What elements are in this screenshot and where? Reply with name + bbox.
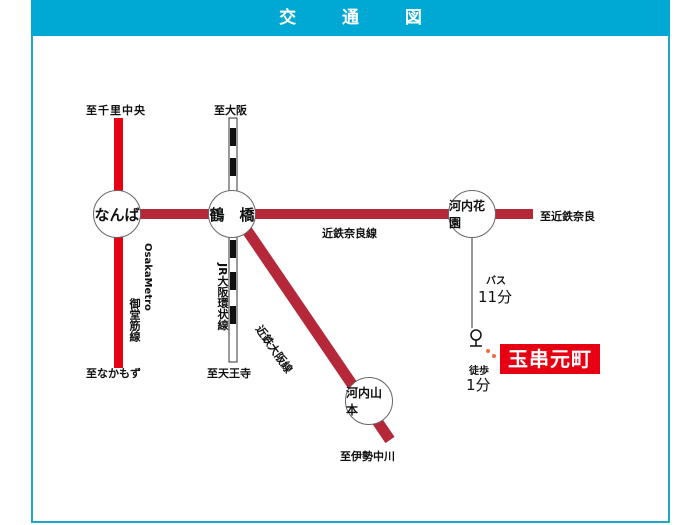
midosuji-line-label-en: OsakaMetro (142, 243, 153, 311)
station-tsuruhashi[interactable]: 鶴 橋 (208, 190, 256, 238)
walk-label: 徒歩 (469, 366, 489, 377)
bus-label: バス (486, 276, 506, 287)
direction-tennoji: 至天王寺 (207, 367, 251, 380)
direction-osaka: 至大阪 (214, 104, 247, 117)
direction-kintetsu-nara: 至近鉄奈良 (540, 210, 595, 223)
bus-stop-icon (470, 329, 482, 341)
destination-label: 玉串元町 (500, 344, 600, 374)
station-kawachi-yamamoto[interactable]: 河内山本 (345, 377, 393, 425)
jr-loop-line-label: JR大阪環状線 (216, 263, 229, 331)
page-title: 交 通 図 (31, 0, 670, 36)
station-kawachi-hanazono[interactable]: 河内花園 (448, 190, 496, 238)
walk-time: 1分 (466, 376, 491, 394)
direction-ise-nakagawa: 至伊勢中川 (340, 450, 395, 463)
walk-dot (486, 349, 490, 353)
kintetsu-nara-line (117, 209, 533, 219)
map-frame (31, 0, 670, 523)
midosuji-line (114, 118, 123, 368)
station-namba[interactable]: なんば (93, 190, 141, 238)
walk-dot (492, 354, 496, 358)
direction-nakamozu: 至なかもず (86, 367, 141, 380)
midosuji-line-label: 御堂筋線 (128, 298, 141, 342)
direction-senri-chuo: 至千里中央 (86, 104, 146, 117)
bus-time: 11分 (478, 288, 513, 306)
kintetsu-nara-line-label: 近鉄奈良線 (322, 227, 377, 240)
